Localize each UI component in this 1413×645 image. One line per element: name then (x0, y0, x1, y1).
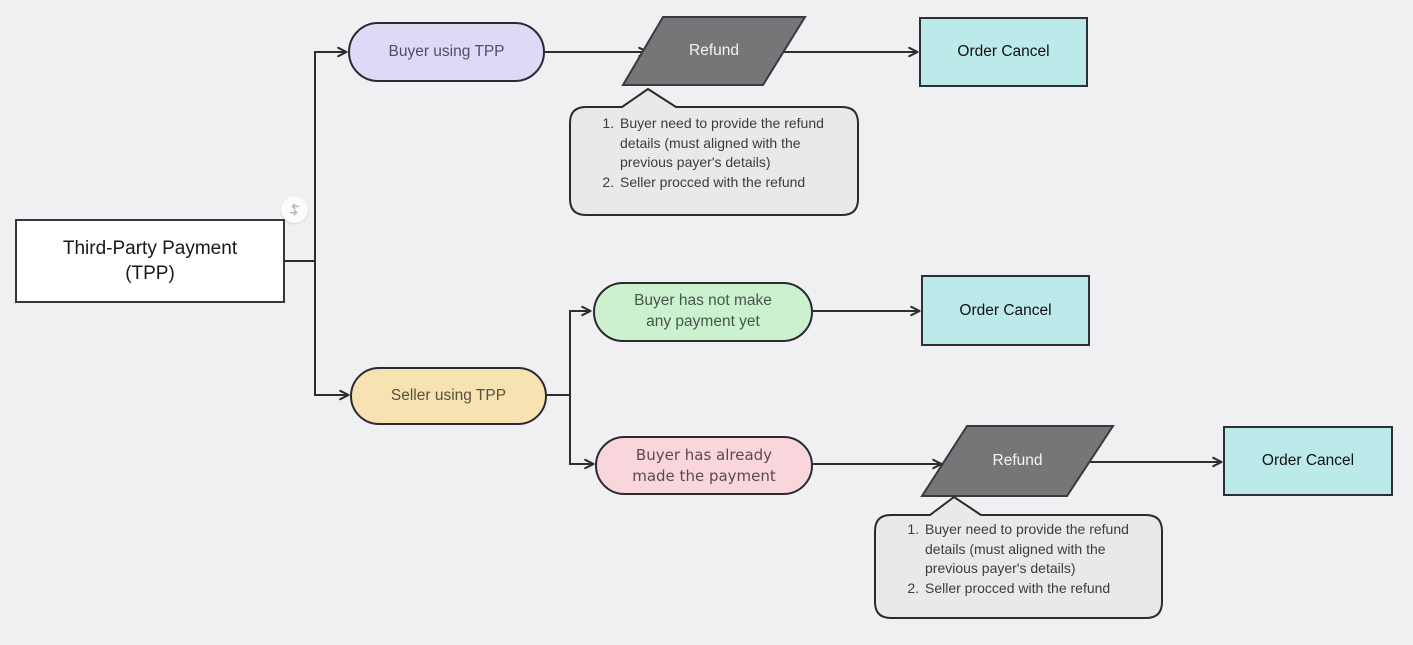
note-top-list: Buyer need to provide the refund details… (594, 114, 840, 192)
order-cancel-top-label: Order Cancel (957, 43, 1050, 60)
note-bottom-list: Buyer need to provide the refund details… (899, 520, 1145, 598)
no-payment-label-line1: Buyer has not make (634, 292, 772, 310)
node-root-tpp[interactable]: Third-Party Payment (TPP) (15, 219, 285, 303)
note-callout-top[interactable] (569, 88, 859, 216)
node-refund-bottom[interactable] (920, 425, 1115, 497)
paid-label-line1: Buyer has already (635, 446, 773, 465)
root-label-line2: (TPP) (125, 263, 175, 284)
note-top-text: Buyer need to provide the refund details… (594, 114, 844, 192)
note-top-item-1: Buyer need to provide the refund details… (618, 114, 840, 173)
branch-toggle-badge[interactable] (281, 196, 308, 223)
order-cancel-bottom-label: Order Cancel (1261, 452, 1355, 469)
seller-using-tpp-label: Seller using TPP (390, 386, 507, 404)
root-label-line1: Third-Party Payment (62, 237, 238, 259)
order-cancel-mid-label: Order Cancel (959, 301, 1052, 319)
note-callout-bottom[interactable] (874, 496, 1163, 619)
no-payment-label-line2: any payment yet (646, 313, 760, 330)
node-order-cancel-top[interactable]: Order Cancel (919, 17, 1088, 87)
node-order-cancel-bottom[interactable]: Order Cancel (1223, 426, 1393, 496)
edge-seller-to-paid[interactable] (569, 395, 595, 470)
paid-label-line2: made the payment (632, 466, 776, 485)
edge-root-to-seller-tpp[interactable] (314, 261, 350, 401)
buyer-using-tpp-label: Buyer using TPP (388, 42, 505, 60)
node-buyer-no-payment[interactable]: Buyer has not make any payment yet (593, 282, 813, 342)
node-order-cancel-mid[interactable]: Order Cancel (921, 275, 1090, 346)
node-buyer-paid[interactable]: Buyer has already made the payment (595, 436, 813, 495)
note-bottom-item-1: Buyer need to provide the refund details… (923, 520, 1145, 579)
node-seller-using-tpp[interactable]: Seller using TPP (350, 367, 547, 425)
node-buyer-using-tpp[interactable]: Buyer using TPP (348, 22, 545, 82)
node-refund-top[interactable] (621, 16, 807, 86)
note-top-item-2: Seller procced with the refund (618, 173, 840, 193)
note-bottom-text: Buyer need to provide the refund details… (899, 520, 1149, 598)
note-bottom-item-2: Seller procced with the refund (923, 579, 1145, 599)
edge-seller-to-no-payment[interactable] (547, 305, 592, 396)
edge-root-to-buyer-tpp[interactable] (285, 46, 348, 262)
swap-arrows-icon (290, 203, 299, 216)
